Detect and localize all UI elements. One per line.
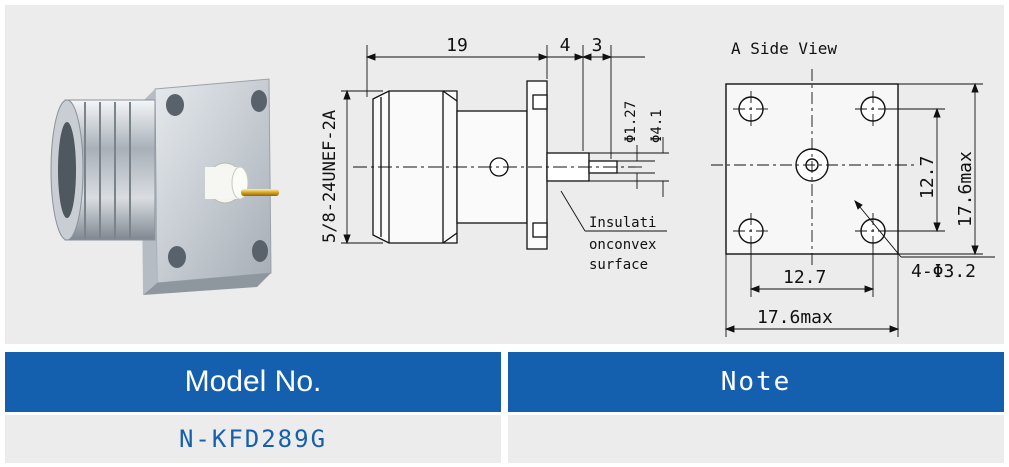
table-cell-model: N-KFD289G <box>5 415 501 463</box>
dim-flange-vertical: 17.6max <box>955 151 976 227</box>
dim-length-3: 3 <box>592 35 603 56</box>
dim-pin-diameter: Φ1.27 <box>623 101 639 143</box>
dim-insulator-diameter: Φ4.1 <box>649 109 665 143</box>
connector-photo <box>50 78 279 295</box>
insulator-note-line-2: onconvex <box>589 237 656 253</box>
profile-drawing <box>353 80 645 250</box>
dim-length-4: 4 <box>560 35 571 56</box>
table-header-model: Model No. <box>5 352 501 412</box>
drawing-panel: 19 4 3 5/8-24UNEF-2A Φ1.27 Φ4.1 Insulati… <box>5 5 1004 344</box>
side-view-dimensions <box>724 82 995 337</box>
insulator-note-line-1: Insulati <box>589 215 656 231</box>
profile-labels: 19 4 3 5/8-24UNEF-2A Φ1.27 Φ4.1 Insulati… <box>320 35 665 273</box>
technical-drawing: 19 4 3 5/8-24UNEF-2A Φ1.27 Φ4.1 Insulati… <box>50 35 995 337</box>
dim-thread: 5/8-24UNEF-2A <box>320 110 340 243</box>
table-header-note: Note <box>508 352 1004 412</box>
dim-flange-horizontal: 17.6max <box>757 307 833 328</box>
insulator-note-line-3: surface <box>589 257 648 273</box>
dim-length-19: 19 <box>446 35 468 56</box>
side-view-drawing <box>711 69 915 267</box>
profile-dimensions <box>341 45 669 245</box>
table-cell-note <box>508 415 1004 463</box>
side-view-labels: A Side View 12.7 17.6max 12.7 17.6max 4-… <box>731 39 976 328</box>
dim-hole-spacing-horizontal: 12.7 <box>783 267 826 288</box>
side-view-title: A Side View <box>731 39 837 58</box>
dim-holes: 4-Φ3.2 <box>911 261 976 282</box>
dim-hole-spacing-vertical: 12.7 <box>917 156 938 199</box>
